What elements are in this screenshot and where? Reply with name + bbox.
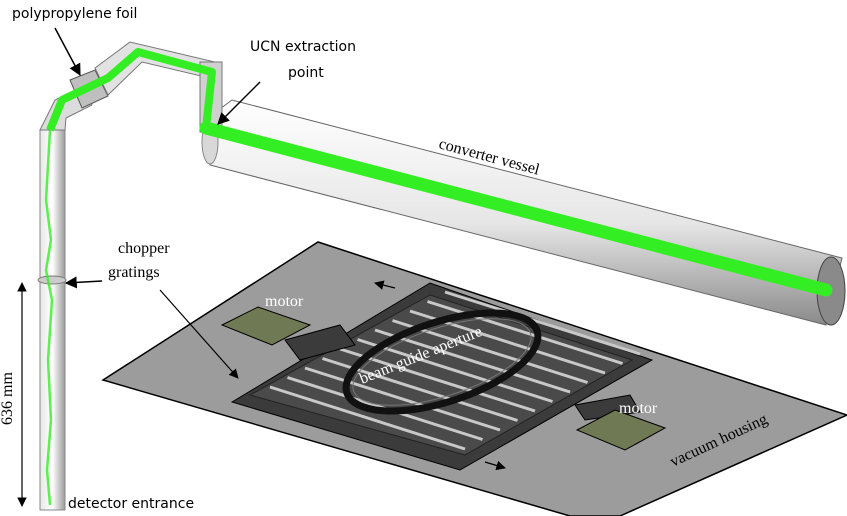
motor-left-label: motor [265,293,304,310]
beam-guide-aperture-inner [352,318,532,406]
neutron-track-vertical [44,129,54,506]
detector-guide-flange [37,275,67,285]
arrow-ucn-extraction [217,81,261,125]
chopper-label-line2: gratings [108,264,160,281]
motor-right-label: motor [619,400,658,417]
ucn-extraction-label-line1: UCN extraction [250,39,356,55]
chopper-arm-left [284,324,356,361]
grating-slit [392,319,588,384]
grating-slit [357,338,553,403]
neutron-track-converter [199,121,833,297]
grating-slit [444,290,641,356]
grating-slit [304,366,501,432]
motor-left [220,306,312,346]
arrow-chopper-top [64,276,103,289]
motor-right [575,409,667,451]
grating-slit [269,385,466,451]
beam-guide-aperture-ring [342,309,542,415]
chopper-motion-arrow-bottom [484,460,506,471]
arrow-chopper-bottom [159,289,239,379]
chopper-label-line1: chopper [118,240,170,257]
detector-entrance-label: detector entrance [68,496,194,512]
dimension-label: 636 mm [0,372,16,425]
neutron-track-riser [46,48,216,132]
detector-guide-pipe [39,129,66,511]
polypropylene-foil-label: polypropylene foil [12,6,137,22]
arrow-polypropylene-foil [54,27,81,77]
grating-slit [427,300,623,365]
ucn-extraction-label-line2: point [288,65,324,81]
grating-slit [374,328,571,394]
chopper-motion-arrow-top [374,280,396,290]
